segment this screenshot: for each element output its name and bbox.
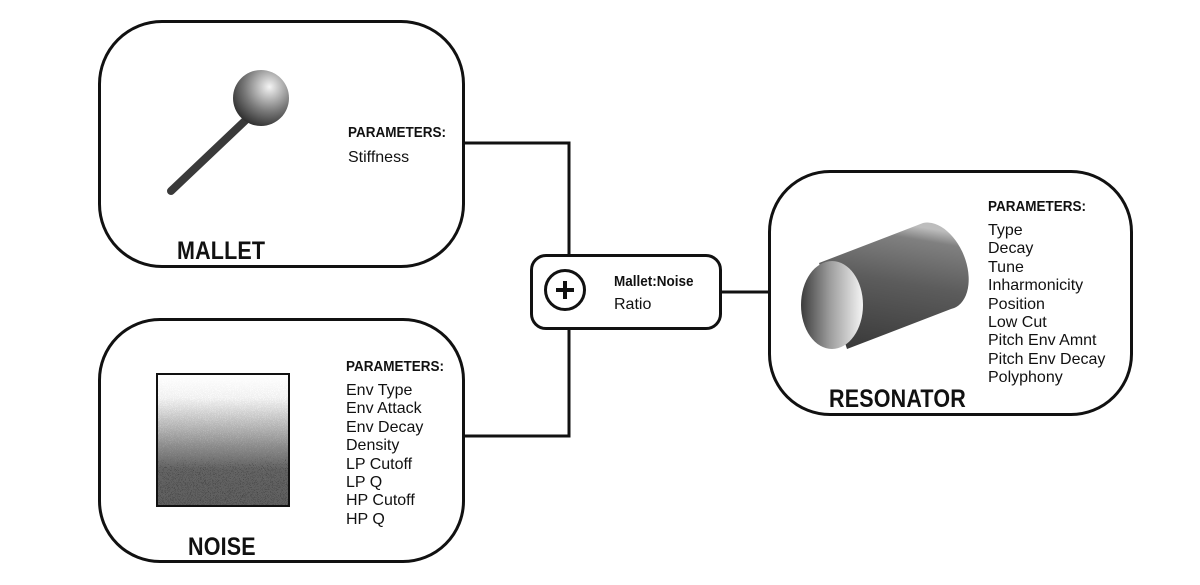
- noise-title: NOISE: [188, 533, 256, 561]
- plus-icon: [544, 269, 586, 311]
- param-item: LP Q: [346, 474, 383, 492]
- noise-to-mixer-line: [465, 330, 571, 438]
- resonator-title: RESONATOR: [829, 385, 966, 413]
- param-item: Inharmonicity: [988, 277, 1084, 295]
- resonator-params-list: Type Decay Tune Inharmonicity Position L…: [988, 222, 1105, 388]
- mallet-title: MALLET: [177, 237, 266, 265]
- param-item: Pitch Env Amnt: [988, 332, 1097, 350]
- param-item: Env Attack: [346, 400, 422, 418]
- mallet-icon: [167, 70, 289, 195]
- param-item: Position: [988, 295, 1045, 313]
- param-item: HP Cutoff: [346, 492, 415, 510]
- noise-params-list: Env Type Env Attack Env Decay Density LP…: [346, 382, 423, 529]
- resonator-params-heading: PARAMETERS:: [988, 198, 1087, 215]
- mallet-params-heading: PARAMETERS:: [348, 124, 447, 141]
- param-item: LP Cutoff: [346, 455, 413, 473]
- mallet-params-list: Stiffness: [348, 149, 409, 167]
- param-item: Decay: [988, 240, 1034, 258]
- param-item: Pitch Env Decay: [988, 350, 1106, 368]
- noise-box: PARAMETERS: Env Type Env Attack Env Deca…: [98, 318, 465, 563]
- noise-params-heading: PARAMETERS:: [346, 358, 445, 375]
- resonator-box: PARAMETERS: Type Decay Tune Inharmonicit…: [768, 170, 1133, 416]
- param-item: HP Q: [346, 510, 385, 528]
- mixer-subtitle: Ratio: [614, 296, 652, 313]
- param-item: Type: [988, 222, 1023, 239]
- param-item: Env Decay: [346, 418, 424, 436]
- cylinder-icon: [801, 222, 969, 349]
- mixer-title: Mallet:Noise: [614, 273, 694, 290]
- noise-texture-icon: [156, 373, 290, 507]
- param-item: Tune: [988, 258, 1024, 276]
- param-item: Stiffness: [348, 149, 410, 166]
- mixer-box: Mallet:Noise Ratio: [530, 254, 722, 330]
- param-item: Low Cut: [988, 314, 1047, 332]
- mallet-box: PARAMETERS: Stiffness MALLET: [98, 20, 465, 268]
- param-item: Env Type: [346, 382, 413, 399]
- param-item: Polyphony: [988, 369, 1063, 387]
- mallet-to-mixer-line: [465, 141, 571, 254]
- param-item: Density: [346, 437, 400, 455]
